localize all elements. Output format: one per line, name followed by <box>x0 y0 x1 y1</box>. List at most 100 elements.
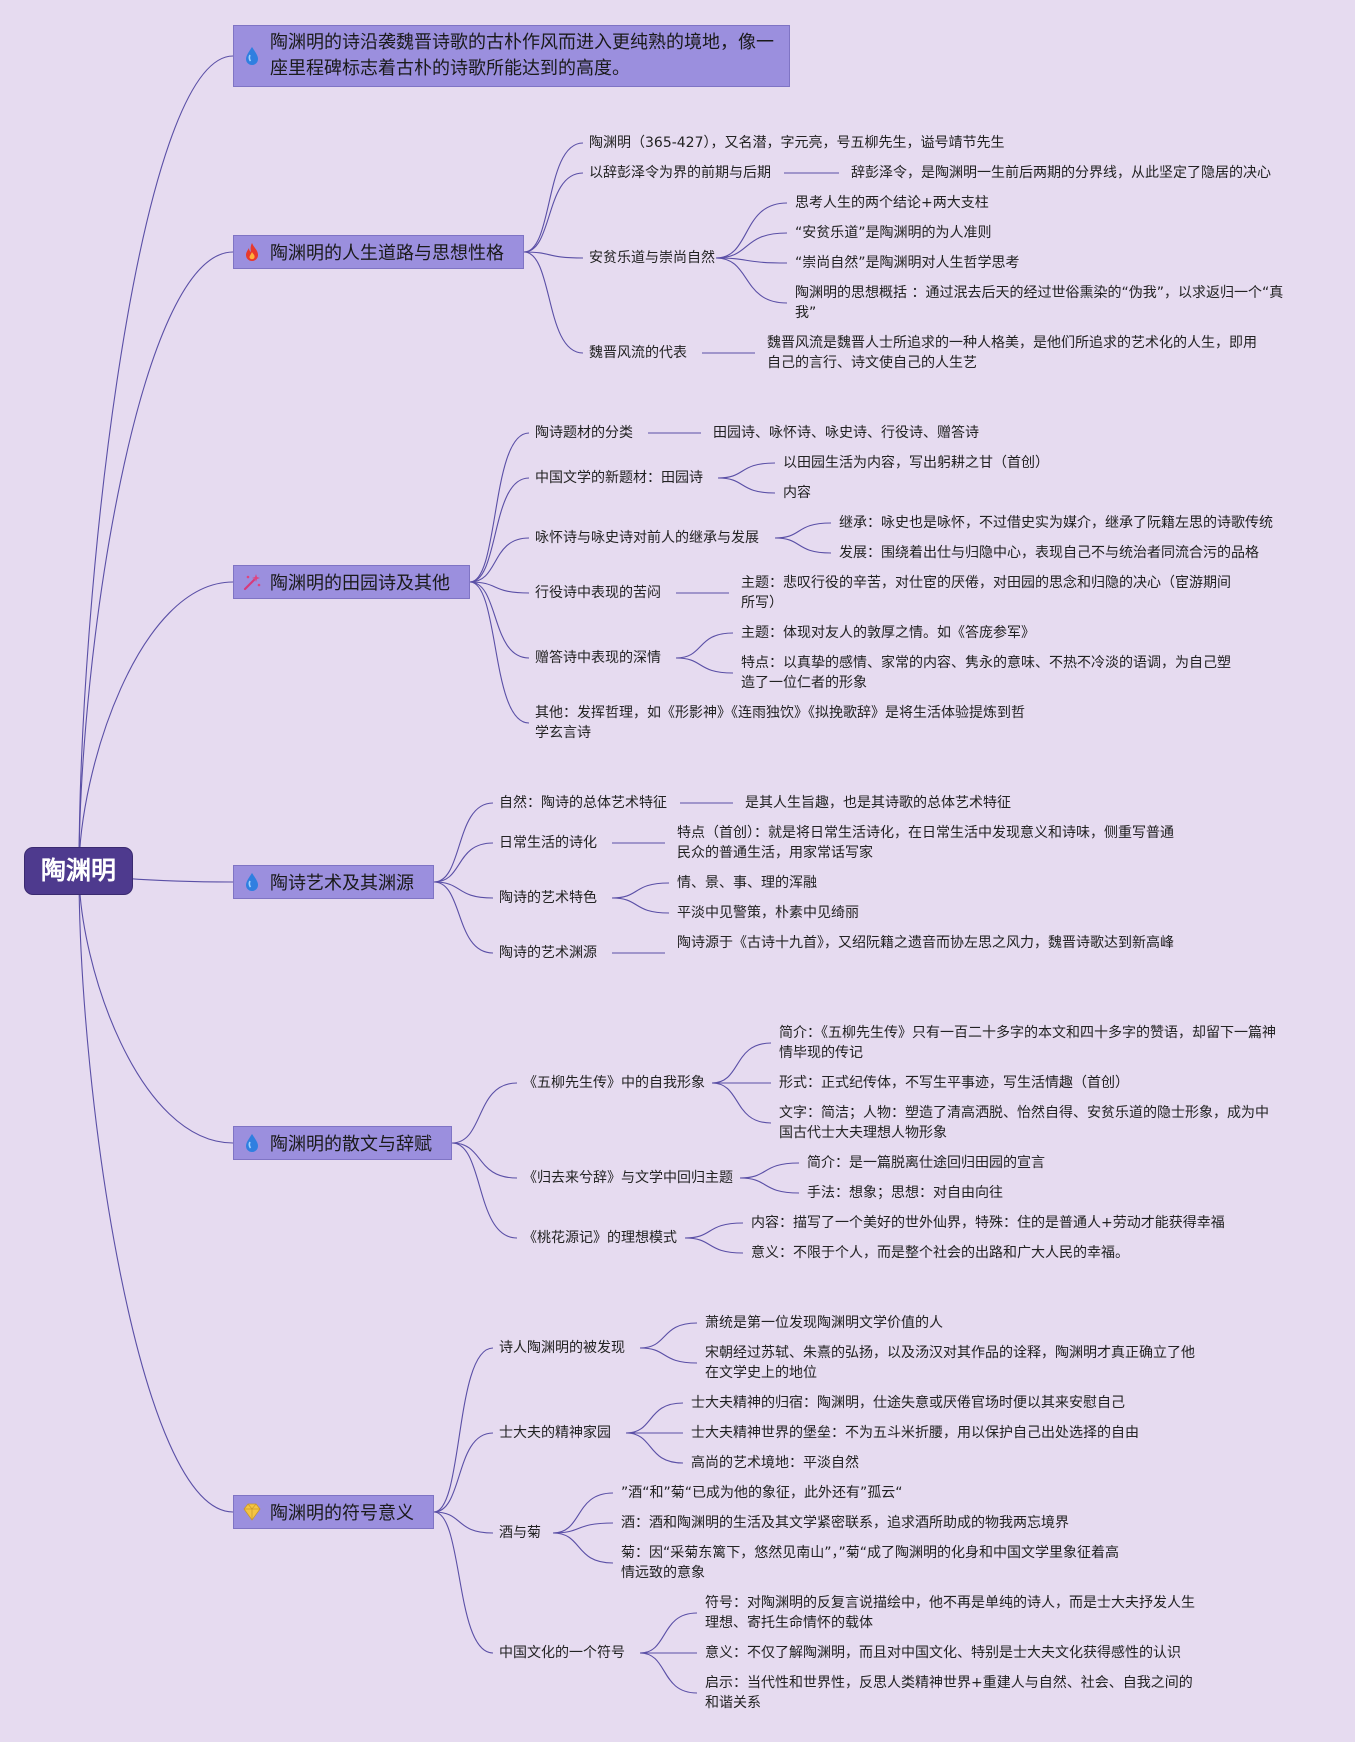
topic-2-3[interactable]: 行役诗中表现的苦闷 <box>535 585 661 601</box>
subtopic-1-2-3[interactable]: 陶渊明的思想概括 ：通过泯去后天的经过世俗熏染的“伪我”，以求返归一个“真我” <box>795 285 1284 321</box>
branch-link-4-1 <box>451 1142 518 1179</box>
topic-1-3[interactable]: 魏晋风流的代表 <box>589 345 687 361</box>
topic-1-0[interactable]: 陶渊明（365-427），又名潜，字元亮，号五柳先生，谥号靖节先生 <box>589 135 1005 151</box>
water-drop-icon <box>242 1133 262 1153</box>
subtopic-5-0-0[interactable]: 萧统是第一位发现陶渊明文学价值的人 <box>705 1315 943 1331</box>
subtopic-2-0-0[interactable]: 田园诗、咏怀诗、咏史诗、行役诗、赠答诗 <box>713 425 979 441</box>
topic-3-3[interactable]: 陶诗的艺术渊源 <box>499 945 597 961</box>
subtopic-3-3-0[interactable]: 陶诗源于《古诗十九首》，又绍阮籍之遗音而协左思之风力，魏晋诗歌达到新高峰 <box>677 935 1174 951</box>
branch-link-4-2 <box>451 1142 518 1239</box>
root-node[interactable]: 陶渊明 <box>25 848 132 894</box>
subtopic-2-4-1[interactable]: 特点：以真挚的感情、家常的内容、隽永的意味、不热不冷淡的语调，为自己塑造了一位仁… <box>741 655 1231 691</box>
topic-5-1[interactable]: 士大夫的精神家园 <box>499 1425 611 1441</box>
leaf-link-4-1-0 <box>739 1162 800 1179</box>
subtopic-4-1-0[interactable]: 简介：是一篇脱离仕途回归田园的宣言 <box>807 1155 1045 1171</box>
branch-link-3-1 <box>433 842 494 883</box>
topic-2-2[interactable]: 咏怀诗与咏史诗对前人的继承与发展 <box>535 530 759 546</box>
topic-4-2[interactable]: 《桃花源记》的理想模式 <box>523 1230 677 1246</box>
topic-1-2[interactable]: 安贫乐道与崇尚自然 <box>589 250 715 266</box>
subtopic-2-2-1[interactable]: 发展：围绕着出仕与归隐中心，表现自己不与统治者同流合污的品格 <box>839 545 1259 561</box>
subtopic-5-1-2[interactable]: 高尚的艺术境地：平淡自然 <box>691 1455 859 1471</box>
branch-link-2-0 <box>469 432 530 583</box>
subtopic-2-1-1[interactable]: 内容 <box>783 485 811 501</box>
leaf-link-5-3-0 <box>639 1612 698 1654</box>
subtopic-1-1-0[interactable]: 辞彭泽令，是陶渊明一生前后两期的分界线，从此坚定了隐居的决心 <box>851 165 1271 181</box>
leaf-link-1-2-0 <box>715 202 788 259</box>
leaf-link-3-2-0 <box>611 882 670 899</box>
branch-link-1-0 <box>523 142 584 253</box>
root-link-0 <box>78 55 234 872</box>
topic-2-4[interactable]: 赠答诗中表现的深情 <box>535 650 661 666</box>
leaf-link-2-4-1 <box>675 657 734 674</box>
branch-5[interactable]: 陶渊明的符号意义 <box>233 1495 434 1529</box>
leaf-link-4-0-2 <box>711 1082 772 1124</box>
subtopic-4-1-1[interactable]: 手法：想象；思想：对自由向往 <box>807 1185 1003 1201</box>
branch-2[interactable]: 陶渊明的田园诗及其他 <box>233 565 470 599</box>
branch-label: 陶渊明的人生道路与思想性格 <box>270 243 504 264</box>
branch-link-1-2 <box>523 251 584 259</box>
subtopic-5-1-1[interactable]: 士大夫精神世界的堡垒：不为五斗米折腰，用以保护自己出处选择的自由 <box>691 1425 1139 1441</box>
branch-label: 陶渊明的散文与辞赋 <box>270 1134 432 1155</box>
subtopic-5-2-1[interactable]: 酒：酒和陶渊明的生活及其文学紧密联系，追求酒所助成的物我两忘境界 <box>621 1515 1069 1531</box>
subtopic-2-4-0[interactable]: 主题：体现对友人的敦厚之情。如《答庞参军》 <box>741 625 1035 641</box>
subtopic-2-3-0[interactable]: 主题：悲叹行役的辛苦，对仕宦的厌倦，对田园的思念和归隐的决心（宦游期间所写） <box>741 575 1231 611</box>
subtopic-2-1-0[interactable]: 以田园生活为内容，写出躬耕之甘（首创） <box>783 455 1049 471</box>
subtopic-1-2-2[interactable]: “崇尚自然”是陶渊明对人生哲学思考 <box>795 255 1020 271</box>
subtopic-5-2-0[interactable]: ”酒“和”菊“已成为他的象征，此外还有”孤云“ <box>621 1485 903 1501</box>
subtopic-4-0-1[interactable]: 形式：正式纪传体，不写生平事迹，写生活情趣（首创） <box>779 1075 1129 1091</box>
subtopic-1-2-1[interactable]: “安贫乐道”是陶渊明的为人准则 <box>795 225 992 241</box>
branch-label: 陶诗艺术及其渊源 <box>270 873 414 894</box>
subtopic-5-3-0[interactable]: 符号：对陶渊明的反复言说描绘中，他不再是单纯的诗人，而是士大夫抒发人生理想、寄托… <box>705 1595 1195 1631</box>
subtopic-4-2-0[interactable]: 内容：描写了一个美好的世外仙界，特殊：住的是普通人+劳动才能获得幸福 <box>751 1215 1225 1231</box>
leaf-link-4-2-0 <box>684 1222 744 1239</box>
branch-4[interactable]: 陶渊明的散文与辞赋 <box>233 1126 452 1160</box>
branch-link-2-5 <box>469 581 530 724</box>
subtopic-2-2-0[interactable]: 继承：咏史也是咏怀，不过借史实为媒介，继承了阮籍左思的诗歌传统 <box>839 515 1273 531</box>
subtopic-4-2-1[interactable]: 意义：不限于个人，而是整个社会的出路和广大人民的幸福。 <box>751 1245 1129 1261</box>
subtopic-5-3-2[interactable]: 启示：当代性和世界性，反思人类精神世界+重建人与自然、社会、自我之间的和谐关系 <box>705 1675 1193 1711</box>
topic-4-0[interactable]: 《五柳先生传》中的自我形象 <box>523 1075 705 1091</box>
topic-4-1[interactable]: 《归去来兮辞》与文学中回归主题 <box>523 1170 733 1186</box>
root-link-2 <box>78 581 234 872</box>
leaf-link-5-2-1 <box>552 1522 614 1534</box>
topic-5-0[interactable]: 诗人陶渊明的被发现 <box>499 1340 625 1356</box>
subtopic-3-2-1[interactable]: 平淡中见警策，朴素中见绮丽 <box>677 905 859 921</box>
subtopic-3-0-0[interactable]: 是其人生旨趣，也是其诗歌的总体艺术特征 <box>745 795 1011 811</box>
leaf-link-3-2-1 <box>611 897 670 914</box>
fire-icon <box>242 242 262 262</box>
leaf-link-5-0-1 <box>639 1347 698 1364</box>
subtopic-5-1-0[interactable]: 士大夫精神的归宿：陶渊明，仕途失意或厌倦官场时便以其来安慰自己 <box>691 1395 1125 1411</box>
branch-link-5-3 <box>433 1511 494 1654</box>
topic-3-1[interactable]: 日常生活的诗化 <box>499 835 597 851</box>
subtopic-4-0-2[interactable]: 文字：简洁；人物：塑造了清高洒脱、怡然自得、安贫乐道的隐士形象，成为中国古代士大… <box>779 1105 1269 1141</box>
leaf-link-1-2-2 <box>715 257 788 264</box>
branch-3[interactable]: 陶诗艺术及其渊源 <box>233 865 434 899</box>
subtopic-5-0-1[interactable]: 宋朝经过苏轼、朱熹的弘扬，以及汤汉对其作品的诠释，陶渊明才真正确立了他在文学史上… <box>705 1345 1195 1381</box>
topic-2-1[interactable]: 中国文学的新题材：田园诗 <box>535 470 703 486</box>
subtopic-1-2-0[interactable]: 思考人生的两个结论+两大支柱 <box>795 195 989 211</box>
topic-2-5[interactable]: 其他：发挥哲理，如《形影神》《连雨独饮》《拟挽歌辞》是将生活体验提炼到哲学玄言诗 <box>535 705 1025 741</box>
topic-1-1[interactable]: 以辞彭泽令为界的前期与后期 <box>589 165 771 181</box>
subtopic-3-1-0[interactable]: 特点（首创）：就是将日常生活诗化，在日常生活中发现意义和诗味，侧重写普通民众的普… <box>677 825 1174 861</box>
root-link-5 <box>78 870 234 1513</box>
branch-link-2-4 <box>469 581 530 659</box>
branch-link-2-1 <box>469 477 530 583</box>
branch-0[interactable]: 陶渊明的诗沿袭魏晋诗歌的古朴作风而进入更纯熟的境地，像一座里程碑标志着古朴的诗歌… <box>233 25 790 87</box>
topic-3-2[interactable]: 陶诗的艺术特色 <box>499 890 597 906</box>
leaf-link-5-2-0 <box>552 1492 614 1534</box>
subtopic-5-2-2[interactable]: 菊：因“采菊东篱下，悠然见南山”，”菊“成了陶渊明的化身和中国文学里象征着高情远… <box>621 1545 1120 1581</box>
subtopic-1-3-0[interactable]: 魏晋风流是魏晋人士所追求的一种人格美，是他们所追求的艺术化的人生，即用自己的言行… <box>767 335 1257 371</box>
subtopic-4-0-0[interactable]: 简介：《五柳先生传》只有一百二十多字的本文和四十多字的赞语，却留下一篇神情毕现的… <box>779 1025 1276 1061</box>
topic-2-0[interactable]: 陶诗题材的分类 <box>535 425 633 441</box>
leaf-link-5-3-2 <box>639 1652 698 1694</box>
leaf-link-2-1-1 <box>717 477 776 494</box>
subtopic-3-2-0[interactable]: 情、景、事、理的浑融 <box>677 875 817 891</box>
leaf-link-1-2-1 <box>715 232 788 259</box>
subtopic-5-3-1[interactable]: 意义：不仅了解陶渊明，而且对中国文化、特别是士大夫文化获得感性的认识 <box>705 1645 1181 1661</box>
branch-1[interactable]: 陶渊明的人生道路与思想性格 <box>233 235 524 269</box>
topic-5-3[interactable]: 中国文化的一个符号 <box>499 1645 625 1661</box>
leaf-link-2-4-0 <box>675 632 734 659</box>
topic-3-0[interactable]: 自然：陶诗的总体艺术特征 <box>499 795 667 811</box>
topic-5-2[interactable]: 酒与菊 <box>499 1525 541 1541</box>
